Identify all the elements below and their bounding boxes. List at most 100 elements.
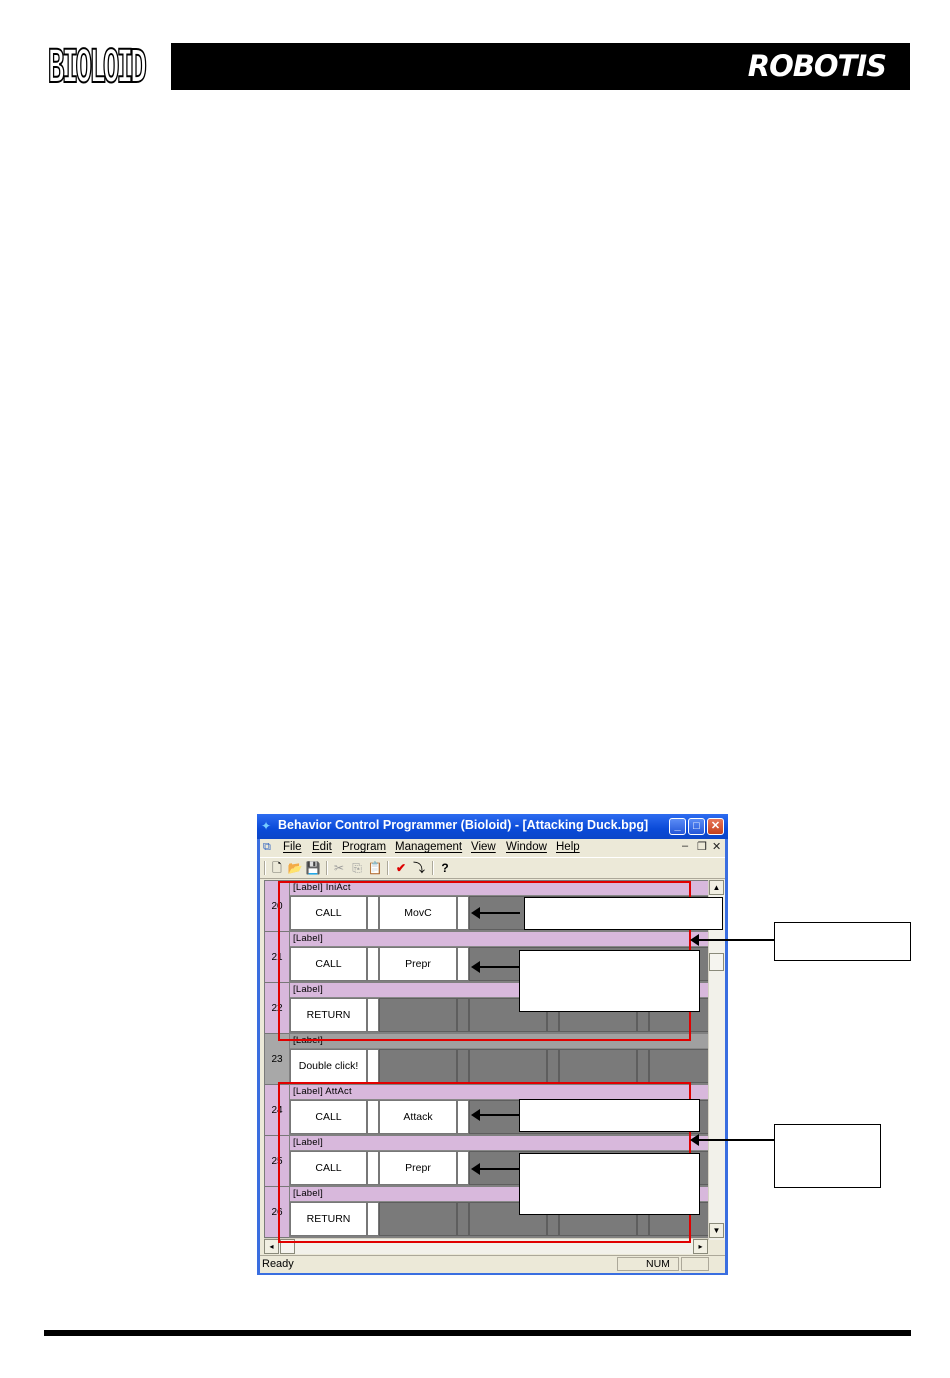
title-bar[interactable]: ✦ Behavior Control Programmer (Bioloid) … <box>257 814 728 839</box>
label-strip[interactable]: [Label] <box>290 932 709 947</box>
cut-icon[interactable]: ✂ <box>333 861 345 875</box>
copy-icon[interactable]: ⎘ <box>352 861 362 875</box>
label-strip[interactable]: [Label] AttAct <box>290 1085 709 1100</box>
arrow-left-icon <box>690 1134 774 1146</box>
status-pane <box>681 1257 709 1271</box>
menu-window[interactable]: Window <box>506 841 547 853</box>
arrow-left-icon <box>471 1163 519 1175</box>
open-icon[interactable]: 📂 <box>287 861 303 875</box>
status-text: Ready <box>262 1258 294 1270</box>
scroll-right-button[interactable]: ▸ <box>693 1239 708 1254</box>
menu-help[interactable]: Help <box>556 841 580 853</box>
mdi-minimize-button[interactable]: – <box>682 840 689 852</box>
scroll-thumb[interactable] <box>709 953 724 971</box>
arrow-left-icon <box>690 934 774 946</box>
scroll-up-button[interactable]: ▲ <box>709 880 724 895</box>
command-cell[interactable]: CALL <box>290 947 367 981</box>
empty-cell[interactable] <box>559 1049 637 1083</box>
help-icon[interactable]: ? <box>441 861 449 875</box>
param-cell[interactable] <box>457 1151 469 1185</box>
menu-edit[interactable]: Edit <box>312 841 332 853</box>
row-number: 24 <box>265 1085 289 1136</box>
window-title: Behavior Control Programmer (Bioloid) - … <box>278 818 649 832</box>
empty-cell[interactable] <box>637 1049 649 1083</box>
menu-management[interactable]: Management <box>395 841 463 853</box>
empty-cell[interactable] <box>469 998 547 1032</box>
toolbar-separator <box>326 861 328 875</box>
empty-cell[interactable] <box>457 998 469 1032</box>
callout-box <box>774 1124 881 1188</box>
param-cell[interactable] <box>367 1100 379 1134</box>
toolbar-separator <box>387 861 389 875</box>
param-cell[interactable] <box>367 947 379 981</box>
argument-cell[interactable]: Prepr <box>379 947 457 981</box>
mdi-close-button[interactable]: ✕ <box>712 841 722 853</box>
menu-view[interactable]: View <box>471 841 496 853</box>
menu-program[interactable]: Program <box>342 841 387 853</box>
mdi-restore-button[interactable]: ❐ <box>697 841 707 853</box>
param-cell[interactable] <box>457 1100 469 1134</box>
toolbar-separator <box>432 861 434 875</box>
param-cell[interactable] <box>367 1049 379 1083</box>
empty-cell[interactable] <box>379 1049 457 1083</box>
argument-cell[interactable]: Attack <box>379 1100 457 1134</box>
argument-cell[interactable]: MovC <box>379 896 457 930</box>
empty-cell[interactable] <box>649 1049 709 1083</box>
row-number: 25 <box>265 1136 289 1187</box>
row-number: 21 <box>265 932 289 983</box>
param-cell[interactable] <box>367 998 379 1032</box>
empty-cell[interactable] <box>547 1049 559 1083</box>
save-icon[interactable]: 💾 <box>305 861 321 875</box>
callout-box <box>524 897 723 930</box>
label-strip[interactable]: [Label] <box>290 1136 709 1151</box>
arrow-left-icon <box>471 1109 519 1121</box>
toolbar: 🗋 📂 💾 ✂ ⎘ 📋 ✔ ⤵ ? <box>260 857 725 879</box>
param-cell[interactable] <box>367 1202 379 1236</box>
command-cell[interactable]: CALL <box>290 896 367 930</box>
document-icon[interactable]: ⧉ <box>263 841 271 853</box>
param-cell[interactable] <box>457 896 469 930</box>
toolbar-separator <box>264 861 266 875</box>
status-bar: Ready NUM <box>260 1255 725 1273</box>
callout-box <box>774 922 911 961</box>
callout-box <box>519 1099 700 1132</box>
download-icon[interactable]: ⤵ <box>412 861 425 875</box>
row-number: 26 <box>265 1187 289 1238</box>
empty-cell[interactable] <box>379 1202 457 1236</box>
argument-cell[interactable]: Prepr <box>379 1151 457 1185</box>
callout-box <box>519 950 700 1012</box>
num-lock-indicator: NUM <box>617 1257 679 1271</box>
minimize-button[interactable]: _ <box>669 818 686 835</box>
command-cell[interactable]: RETURN <box>290 998 367 1032</box>
app-icon: ✦ <box>261 819 272 833</box>
check-icon[interactable]: ✔ <box>395 861 407 875</box>
empty-cell[interactable] <box>469 1049 547 1083</box>
row-number: 22 <box>265 983 289 1034</box>
row-number: 20 <box>265 881 289 932</box>
scroll-left-button[interactable]: ◂ <box>264 1239 279 1254</box>
row-number: 23 <box>265 1034 289 1085</box>
empty-cell[interactable] <box>379 998 457 1032</box>
label-strip[interactable]: [Label] IniAct <box>290 881 709 896</box>
arrow-left-icon <box>471 907 520 919</box>
bioloid-logo: BIOLOID <box>47 40 147 93</box>
close-button[interactable]: ✕ <box>707 818 724 835</box>
empty-cell[interactable] <box>457 1202 469 1236</box>
callout-box <box>519 1153 700 1215</box>
paste-icon[interactable]: 📋 <box>367 861 383 875</box>
command-cell[interactable]: CALL <box>290 1100 367 1134</box>
footer-rule <box>44 1330 911 1336</box>
menu-file[interactable]: File <box>283 841 302 853</box>
param-cell[interactable] <box>367 896 379 930</box>
new-icon[interactable]: 🗋 <box>272 861 282 875</box>
param-cell[interactable] <box>367 1151 379 1185</box>
vertical-scrollbar[interactable]: ▲ ▼ <box>708 880 725 1240</box>
command-cell[interactable]: Double click! <box>290 1049 367 1083</box>
empty-cell[interactable] <box>457 1049 469 1083</box>
command-cell[interactable]: RETURN <box>290 1202 367 1236</box>
command-cell[interactable]: CALL <box>290 1151 367 1185</box>
maximize-button[interactable]: □ <box>688 818 705 835</box>
scroll-down-button[interactable]: ▼ <box>709 1223 724 1238</box>
param-cell[interactable] <box>457 947 469 981</box>
header-bar: ROBOTIS <box>171 43 910 90</box>
